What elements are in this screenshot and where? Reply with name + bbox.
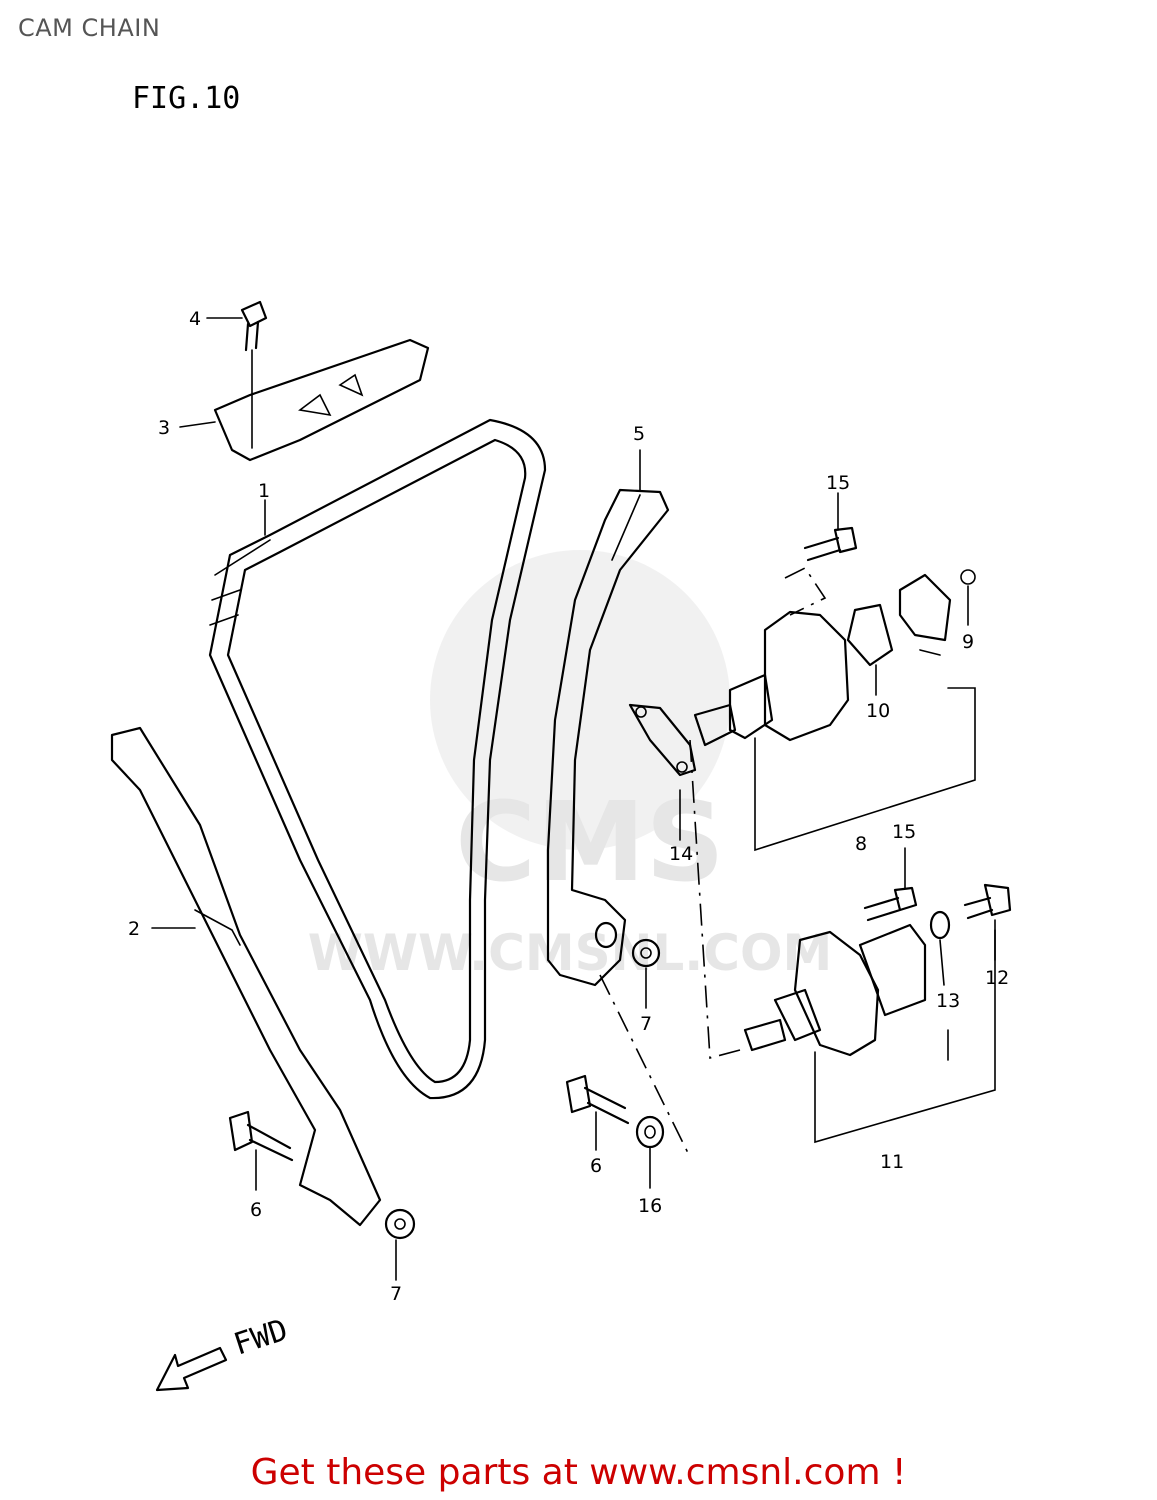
callout-13: 13 bbox=[936, 990, 960, 1012]
watermark-logo: CMS bbox=[455, 778, 724, 906]
callout-1: 1 bbox=[258, 480, 270, 502]
part-12-bolt[interactable] bbox=[963, 883, 1012, 920]
callout-15-upper: 15 bbox=[826, 472, 850, 494]
callouts: 1 2 3 4 5 6 6 7 7 8 9 10 11 12 13 14 15 … bbox=[128, 308, 1009, 1305]
figure-label: FIG.10 bbox=[132, 81, 240, 116]
part-13-washer[interactable] bbox=[929, 910, 951, 940]
callout-3: 3 bbox=[158, 417, 170, 439]
fwd-label: FWD bbox=[230, 1313, 292, 1363]
callout-12: 12 bbox=[985, 967, 1009, 989]
part-16-washer[interactable] bbox=[635, 1115, 665, 1149]
part-11-tensioner[interactable] bbox=[743, 923, 927, 1057]
callout-6-left: 6 bbox=[250, 1199, 262, 1221]
callout-7-lower: 7 bbox=[390, 1283, 402, 1305]
part-10-gasket[interactable] bbox=[846, 603, 894, 667]
footer-link[interactable]: Get these parts at www.cmsnl.com ! bbox=[250, 1452, 907, 1493]
part-5-right-guide[interactable] bbox=[546, 488, 670, 987]
part-6-bolt-left[interactable] bbox=[228, 1110, 294, 1162]
part-3-top-guide[interactable] bbox=[213, 338, 430, 462]
callout-6-right: 6 bbox=[590, 1155, 602, 1177]
forward-direction-indicator: FWD bbox=[155, 1313, 292, 1392]
part-bushing bbox=[594, 921, 618, 949]
part-8-tensioner[interactable] bbox=[693, 610, 850, 747]
part-15-bolt-upper[interactable] bbox=[784, 526, 858, 616]
callout-7-upper: 7 bbox=[640, 1013, 652, 1035]
callout-8: 8 bbox=[855, 833, 867, 855]
part-2-left-guide[interactable] bbox=[110, 726, 382, 1227]
callout-2: 2 bbox=[128, 918, 140, 940]
callout-4: 4 bbox=[189, 308, 201, 330]
alignment-lines bbox=[599, 687, 996, 1154]
part-7-washer-upper[interactable] bbox=[631, 938, 661, 968]
callout-5: 5 bbox=[633, 423, 645, 445]
callout-14: 14 bbox=[669, 843, 693, 865]
callout-15-lower: 15 bbox=[892, 821, 916, 843]
leader-lines bbox=[151, 317, 996, 1281]
part-1-cam-chain[interactable] bbox=[208, 418, 547, 1100]
part-7-washer-lower[interactable] bbox=[384, 1208, 416, 1240]
page-title: CAM CHAIN bbox=[18, 14, 161, 42]
watermark: CMS WWW.CMSNL.COM bbox=[308, 550, 833, 982]
callout-10: 10 bbox=[866, 700, 890, 722]
part-4-bolt[interactable] bbox=[240, 300, 268, 449]
part-14-gasket[interactable] bbox=[628, 703, 697, 777]
part-6-bolt-right[interactable] bbox=[565, 1074, 630, 1125]
watermark-url: WWW.CMSNL.COM bbox=[308, 924, 833, 982]
callout-9: 9 bbox=[962, 631, 974, 653]
callout-16: 16 bbox=[638, 1195, 662, 1217]
callout-11: 11 bbox=[880, 1151, 904, 1173]
part-15-bolt-lower[interactable] bbox=[863, 886, 918, 922]
part-9-cap[interactable] bbox=[898, 569, 976, 656]
